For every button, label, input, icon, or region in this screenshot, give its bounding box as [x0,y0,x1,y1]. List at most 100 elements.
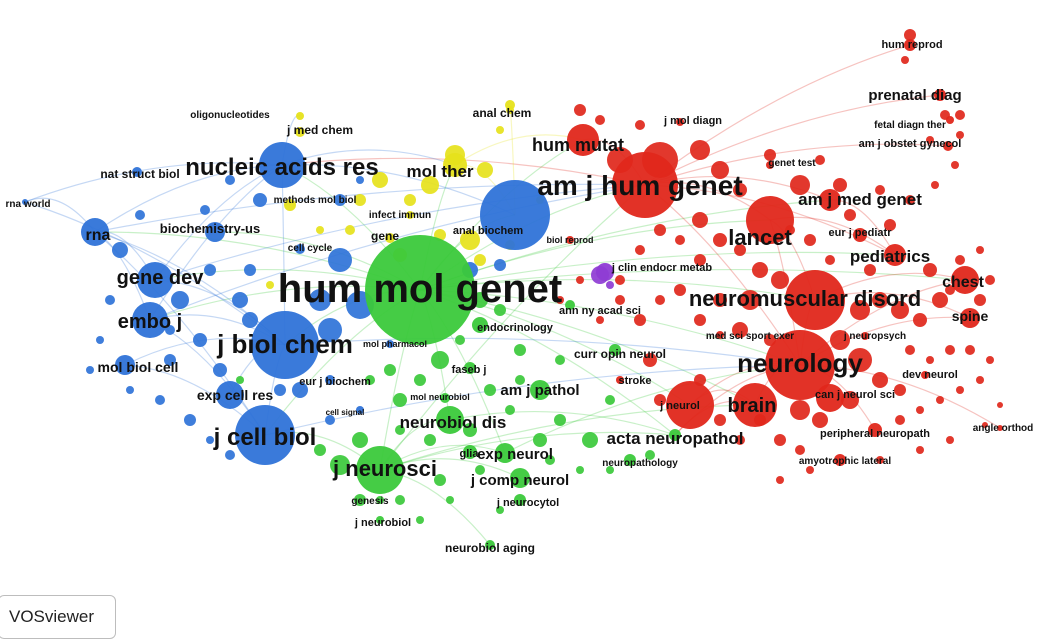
node-med_sci_sport_exer[interactable] [716,331,724,339]
node-j_neurol[interactable] [666,381,714,429]
node-neuropathology[interactable] [624,454,636,466]
bubble-red-114 [872,292,888,308]
node-mol_biol_cell[interactable] [115,355,135,375]
node-exp_neurol[interactable] [495,443,515,463]
node-mol_pharmacol[interactable] [386,340,394,348]
node-amyotrophic_lateral[interactable] [834,454,846,466]
node-rna_world[interactable] [22,199,28,205]
node-mol_ther[interactable] [443,153,467,177]
node-acta_neuropathol[interactable] [669,429,681,441]
node-stroke[interactable] [616,376,624,384]
node-can_j_neurol_sci[interactable] [816,384,844,412]
node-biol_reprod[interactable] [566,236,574,244]
node-j_mol_diagn[interactable] [676,118,684,126]
bubble-red-135 [804,234,816,246]
node-neurobiol_dis[interactable] [436,406,464,434]
node-gene_dev[interactable] [137,262,173,298]
node-prenatal_diag[interactable] [934,89,946,101]
node-endocrinology[interactable] [472,317,488,333]
bubble-red-161 [976,246,984,254]
node-ann_ny_acad_sci[interactable] [565,300,575,310]
label-pediatrics: pediatrics [850,247,930,266]
node-j_comp_neurol[interactable] [510,468,530,488]
node-anal_chem[interactable] [505,100,515,110]
link-j_biol_chem-neurology [284,337,801,366]
node-am_j_med_genet[interactable] [819,189,841,211]
bubble-red-94 [675,235,685,245]
node-nucleic_acids_res[interactable] [259,142,305,188]
node-genesis[interactable] [376,496,384,504]
node-j_neurocytol[interactable] [514,494,526,506]
node-anal_biochem[interactable] [480,180,550,250]
bubble-red-104 [830,330,850,350]
bubble-red-88 [711,161,729,179]
node-biochemistry_us[interactable] [205,222,225,242]
node-gene[interactable] [385,233,395,243]
node-neurology[interactable] [765,330,835,400]
node-cell_signal[interactable] [356,406,364,414]
label-fetal_diagn_ther: fetal diagn ther [874,120,946,131]
bubble-blue-32 [242,312,258,328]
node-cell_cycle[interactable] [295,244,305,254]
node-lancet[interactable] [746,196,794,244]
bubble-yellow-73 [404,194,416,206]
bubble-red-146 [735,435,745,445]
node-chest[interactable] [951,266,979,294]
node-mol_neurobiol[interactable] [440,393,450,403]
node-spine[interactable] [960,308,980,328]
node-infect_immun[interactable] [406,211,414,219]
node-methods_mol_biol[interactable] [284,199,296,211]
node-fetal_diagn_ther[interactable] [946,116,954,124]
node-j_cell_biol[interactable] [235,405,295,465]
node-faseb_j[interactable] [464,362,476,374]
node-hum_mol_genet[interactable] [365,235,475,345]
node-am_j_hum_genet[interactable] [612,152,678,218]
label-can_j_neurol_sci: can j neurol sci [815,389,895,401]
node-am_j_pathol[interactable] [530,380,550,400]
node-exp_cell_res[interactable] [216,381,244,409]
bubble-red-169 [574,104,586,116]
node-eur_j_biochem[interactable] [325,375,335,385]
node-eur_j_pediatr[interactable] [853,228,867,242]
node-peripheral_neuropath[interactable] [868,423,882,437]
node-pediatrics[interactable] [884,244,906,266]
node-brain[interactable] [733,383,777,427]
label-mol_ther: mol ther [406,162,473,181]
bubble-blue-26 [225,450,235,460]
node-j_neurosci[interactable] [356,446,404,494]
node-j_med_chem[interactable] [295,127,305,137]
bubble-red-156 [926,356,934,364]
node-hum_mutat[interactable] [567,124,599,156]
bubble-blue-20 [274,384,286,396]
bubble-red-106 [872,372,888,388]
label-methods_mol_biol: methods mol biol [274,195,357,206]
node-nat_struct_biol[interactable] [132,167,142,177]
label-faseb_j: faseb j [452,364,487,376]
node-neurobiol_aging[interactable] [485,540,495,550]
bubble-red-100 [713,293,727,307]
node-dev_neurol[interactable] [921,371,929,379]
node-glia[interactable] [463,445,477,459]
node-hum_reprod[interactable] [904,39,916,51]
bubble-green-40 [555,355,565,365]
bubble-red-140 [655,295,665,305]
node-neuromuscular_disord[interactable] [785,270,845,330]
bubble-red-168 [982,422,988,428]
node-j_biol_chem[interactable] [251,311,319,379]
bubble-red-116 [913,313,927,327]
link-am_j_hum_genet-am_j_obstet_gynecol [644,143,949,186]
node-angle_orthod[interactable] [997,425,1003,431]
bubble-red-133 [844,209,856,221]
node-j_clin_endocr_metab[interactable] [596,263,614,281]
node-embo_j[interactable] [132,302,168,338]
bubble-red-122 [875,185,885,195]
node-genet_test[interactable] [766,161,774,169]
node-curr_opin_neurol[interactable] [609,344,621,356]
node-am_j_obstet_gynecol[interactable] [943,141,953,151]
node-j_neurobiol[interactable] [376,516,384,524]
node-rna[interactable] [81,218,109,246]
bubble-green-64 [606,466,614,474]
node-j_neuropsych[interactable] [861,332,869,340]
node-oligonucleotides[interactable] [296,112,304,120]
